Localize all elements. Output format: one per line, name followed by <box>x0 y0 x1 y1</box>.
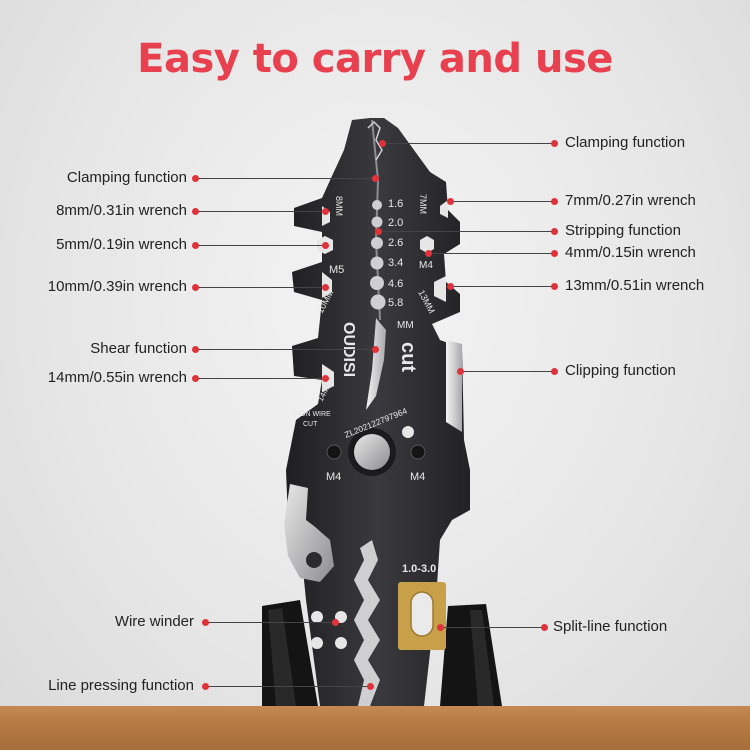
callout-dot <box>374 227 382 235</box>
label-right-4mm-wrench: 4mm/0.15in wrench <box>565 244 696 261</box>
wrench-7mm-notch <box>440 200 448 218</box>
stripping-holes <box>370 200 386 310</box>
callout-dot <box>424 249 432 257</box>
label-left-8mm-wrench: 8mm/0.31in wrench <box>56 202 187 219</box>
label-right-split-line: Split-line function <box>553 618 668 635</box>
leader-line <box>195 349 375 350</box>
callout-dot <box>550 197 558 205</box>
callout-dot <box>446 197 454 205</box>
m4-left: M4 <box>326 471 341 483</box>
size-3-4: 3.4 <box>388 257 403 269</box>
callout-dot <box>378 139 386 147</box>
callout-dot <box>366 682 374 690</box>
wooden-table <box>0 706 750 750</box>
callout-dot <box>191 283 199 291</box>
label-left-shear: Shear function <box>90 340 187 357</box>
label-right-clamping: Clamping function <box>565 134 686 151</box>
leader-line <box>378 231 554 232</box>
callout-dot <box>550 282 558 290</box>
wrench-4mm-hole <box>420 236 434 253</box>
leader-line <box>428 253 554 254</box>
size-5-8: 5.8 <box>388 297 403 309</box>
label-right-7mm-wrench: 7mm/0.27in wrench <box>565 192 696 209</box>
wire-winder-holes <box>311 611 347 649</box>
callout-dot <box>191 374 199 382</box>
callout-dot <box>446 282 454 290</box>
leader-line <box>205 686 370 687</box>
callout-dot <box>321 241 329 249</box>
label-right-stripping: Stripping function <box>565 222 681 239</box>
callout-dot <box>191 174 199 182</box>
callout-dot <box>191 345 199 353</box>
leader-line <box>440 627 544 628</box>
size-2-0: 2.0 <box>388 217 403 229</box>
clipping-blade <box>446 340 462 432</box>
wrench-13mm-notch <box>434 276 446 302</box>
iron-wire-line1: IRON WIRE <box>293 411 331 418</box>
callout-dot <box>321 283 329 291</box>
callout-dot <box>191 241 199 249</box>
callout-dot <box>371 174 379 182</box>
callout-dot <box>201 682 209 690</box>
m4-right: M4 <box>410 471 425 483</box>
leader-line <box>382 143 554 144</box>
size-2-6: 2.6 <box>388 237 403 249</box>
callout-dot <box>201 618 209 626</box>
right-handle <box>440 604 502 706</box>
leader-line <box>450 286 554 287</box>
leader-line <box>205 622 335 623</box>
shear-blade <box>366 318 386 410</box>
label-left-14mm-wrench: 14mm/0.55in wrench <box>47 369 187 386</box>
size-1-6: 1.6 <box>388 198 403 210</box>
callout-dot <box>540 623 548 631</box>
m5-text: M5 <box>329 264 344 276</box>
callout-dot <box>550 227 558 235</box>
left-handle <box>262 600 318 706</box>
leader-line <box>450 201 554 202</box>
leader-line <box>195 287 325 288</box>
callout-dot <box>191 207 199 215</box>
callout-dot <box>321 374 329 382</box>
pivot-bolt <box>354 434 390 470</box>
label-left-10mm-wrench: 10mm/0.39in wrench <box>47 278 187 295</box>
callout-dot <box>436 623 444 631</box>
leader-line <box>460 371 554 372</box>
leader-line <box>195 245 325 246</box>
m4-small: M4 <box>419 260 433 271</box>
callout-dot <box>550 367 558 375</box>
iron-wire-line2: CUT <box>303 421 318 428</box>
callout-dot <box>371 345 379 353</box>
w7-text: 7MM <box>418 194 428 214</box>
leader-line <box>195 378 325 379</box>
callout-dot <box>550 249 558 257</box>
label-left-5mm-wrench: 5mm/0.19in wrench <box>56 236 187 253</box>
label-right-13mm-wrench: 13mm/0.51in wrench <box>565 277 705 294</box>
gauge-range: 1.0-3.0 <box>402 563 436 575</box>
label-right-clipping: Clipping function <box>565 362 676 379</box>
size-4-6: 4.6 <box>388 278 403 290</box>
mm-text: MM <box>397 320 414 331</box>
label-left-wire-winder: Wire winder <box>114 613 194 630</box>
callout-dot <box>456 367 464 375</box>
callout-dot <box>550 139 558 147</box>
crimping-teeth <box>354 540 380 706</box>
cut-text: cut <box>397 342 419 372</box>
leader-line <box>195 211 325 212</box>
label-left-line-pressing: Line pressing function <box>48 677 194 694</box>
leader-line <box>195 178 375 179</box>
callout-dot <box>331 618 339 626</box>
w8-text: 8MM <box>334 196 344 216</box>
label-left-clamping: Clamping function <box>66 169 187 186</box>
page-title: Easy to carry and use <box>137 36 613 82</box>
callout-dot <box>321 207 329 215</box>
